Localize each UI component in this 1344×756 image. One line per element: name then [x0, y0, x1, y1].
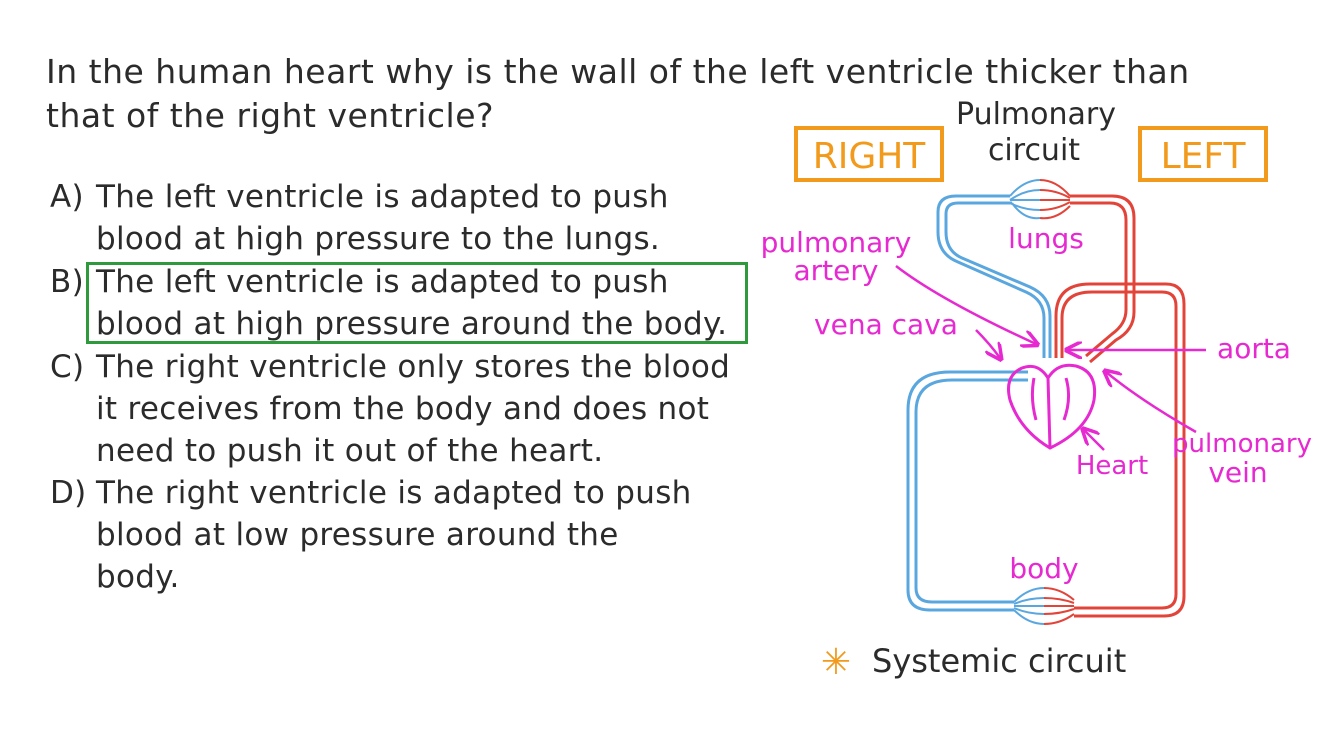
- option-c-line-3: need to push it out of the heart.: [96, 433, 604, 469]
- option-d-line-1: The right ventricle is adapted to push: [96, 475, 692, 511]
- pulmonary-artery-arrow: [895, 265, 1036, 344]
- option-c-letter: C): [50, 349, 85, 385]
- pulmonary-vein-label-line-1: pulmonary: [1172, 429, 1312, 459]
- option-a[interactable]: A) The left ventricle is adapted to push…: [50, 176, 776, 260]
- pulmonary-vein-arrow: [1106, 372, 1197, 434]
- aorta-vessel: [1054, 282, 1186, 618]
- heart-label: Heart: [1076, 451, 1148, 481]
- answer-highlight-box: [86, 262, 748, 344]
- option-d-line-2: blood at low pressure around the: [96, 517, 619, 553]
- vena-cava-label: vena cava: [814, 308, 958, 341]
- pulmonary-circuit-label-line-2: circuit: [988, 133, 1080, 168]
- option-c-line-2: it receives from the body and does not: [96, 391, 710, 427]
- pulmonary-artery-vessel: [936, 194, 1046, 358]
- option-a-line-1: The left ventricle is adapted to push: [96, 179, 669, 215]
- pulmonary-artery-label-line-2: artery: [794, 254, 879, 287]
- right-label-box: [794, 126, 944, 182]
- left-label: LEFT: [1161, 136, 1247, 177]
- question-line-2: that of the right ventricle?: [46, 96, 495, 135]
- heart-arrow: [1084, 430, 1105, 451]
- option-b-line-2: blood at high pressure around the body.: [96, 306, 728, 342]
- option-b-line-1: The left ventricle is adapted to push: [96, 264, 669, 300]
- body-capillaries: [1013, 587, 1075, 625]
- pulmonary-artery-vessel-inner: [944, 201, 1052, 358]
- heart-icon: [1007, 363, 1097, 450]
- option-a-line-2: blood at high pressure to the lungs.: [96, 221, 661, 257]
- option-a-letter: A): [50, 179, 84, 215]
- pulmonary-vein-vessel-inner: [1070, 201, 1128, 358]
- pulmonary-circuit-label-line-1: Pulmonary: [956, 97, 1116, 132]
- option-b[interactable]: B) The left ventricle is adapted to push…: [50, 261, 776, 345]
- option-d-line-3: body.: [96, 559, 180, 595]
- lungs-capillaries: [1009, 179, 1071, 220]
- option-d[interactable]: D) The right ventricle is adapted to pus…: [50, 472, 776, 598]
- option-c-line-1: The right ventricle only stores the bloo…: [96, 349, 731, 385]
- aorta-label: aorta: [1217, 332, 1291, 365]
- pulmonary-artery-label-line-1: pulmonary: [761, 226, 912, 259]
- pulmonary-vein-label-line-2: vein: [1208, 456, 1267, 489]
- oxygenated-vessels: [1054, 194, 1186, 618]
- pulmonary-vein-vessel: [1070, 194, 1136, 364]
- left-label-box: [1138, 126, 1268, 182]
- systemic-circuit-label: Systemic circuit: [872, 642, 1126, 680]
- vena-cava-arrow: [975, 329, 1000, 358]
- vena-cava-vessel-inner: [914, 378, 1028, 604]
- aorta-vessel-inner: [1060, 290, 1178, 610]
- deoxygenated-vessels: [906, 194, 1052, 612]
- question-line-1: In the human heart why is the wall of th…: [46, 52, 1190, 91]
- question-text: In the human heart why is the wall of th…: [46, 50, 1306, 138]
- lungs-label: lungs: [1008, 222, 1084, 255]
- annotation-arrows: [895, 265, 1206, 451]
- vena-cava-vessel: [906, 370, 1028, 612]
- asterisk-icon: ✳: [821, 642, 851, 683]
- body-label: body: [1009, 552, 1078, 585]
- option-d-letter: D): [50, 475, 87, 511]
- option-c[interactable]: C) The right ventricle only stores the b…: [50, 346, 776, 472]
- right-label: RIGHT: [813, 136, 927, 177]
- option-b-letter: B): [50, 264, 84, 300]
